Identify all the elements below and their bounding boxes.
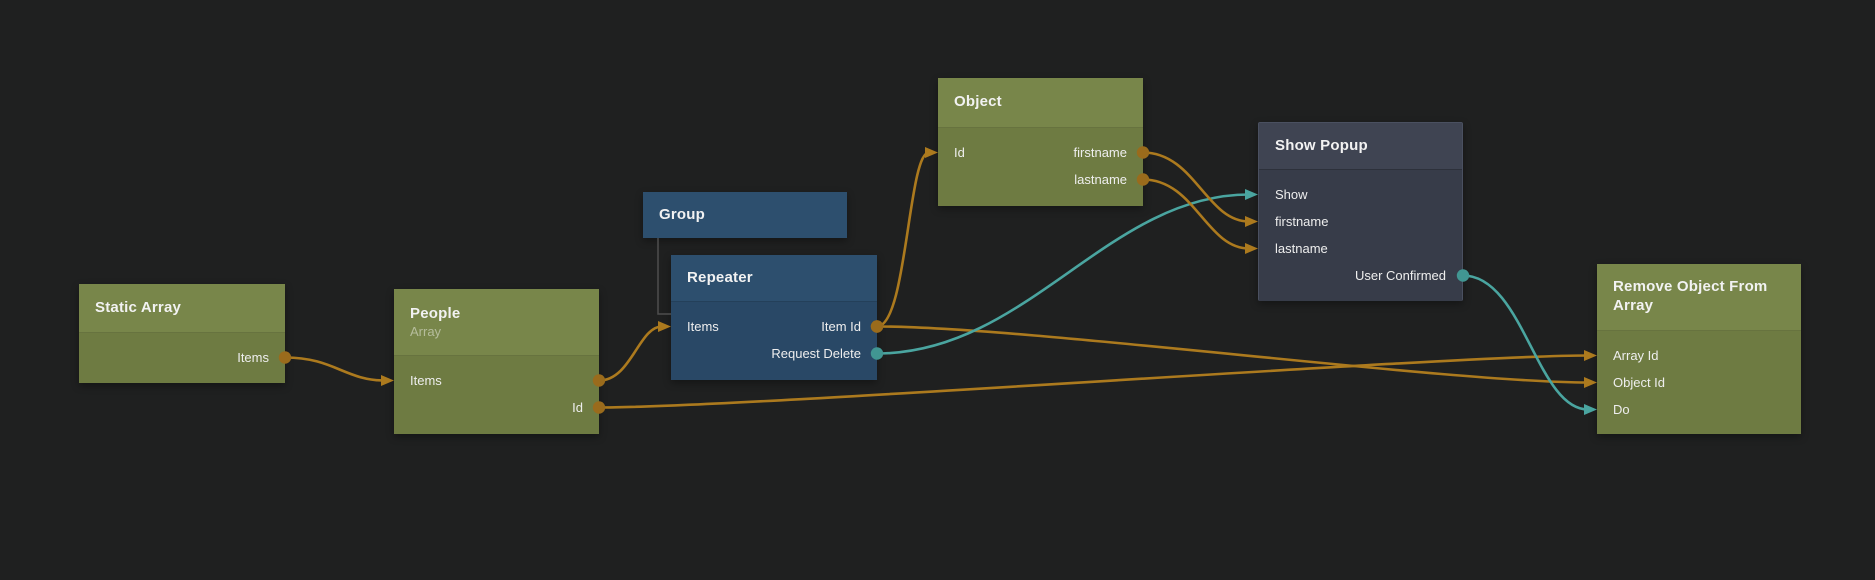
node-group[interactable]: Group (643, 192, 847, 238)
input-port-label: Items (687, 319, 719, 334)
node-title: Show Popup (1275, 136, 1368, 154)
input-port-label: Show (1275, 187, 1308, 202)
node-title: Repeater (687, 268, 753, 286)
node-header[interactable]: People Array (394, 289, 599, 356)
input-port-label: Array Id (1613, 348, 1659, 363)
port-row-firstname[interactable]: firstname (1259, 208, 1462, 235)
node-repeater[interactable]: Repeater Items Item Id Request Delete (671, 255, 877, 380)
port-row-user-confirmed[interactable]: User Confirmed (1259, 262, 1462, 289)
input-port-label: Id (954, 145, 965, 160)
output-port-label: Id (572, 400, 583, 415)
port-row-items[interactable]: Items (79, 344, 285, 371)
input-port-label: Items (410, 373, 442, 388)
port-row-object-id[interactable]: Object Id (1597, 369, 1801, 396)
node-remove-object-from-array[interactable]: Remove Object From Array Array Id Object… (1597, 264, 1801, 434)
node-header[interactable]: Show Popup (1259, 123, 1462, 170)
port-row-id[interactable]: Id (394, 394, 599, 421)
node-show-popup[interactable]: Show Popup Show firstname lastname User … (1258, 122, 1463, 301)
output-port-label: Items (237, 350, 269, 365)
port-row-lastname[interactable]: lastname (938, 166, 1143, 193)
output-port-label: Request Delete (771, 346, 861, 361)
node-header[interactable]: Repeater (671, 255, 877, 302)
port-row-do[interactable]: Do (1597, 396, 1801, 423)
port-row-request-delete[interactable]: Request Delete (671, 340, 877, 367)
node-header[interactable]: Group (643, 192, 847, 238)
output-port-label: User Confirmed (1354, 268, 1446, 283)
node-title: Static Array (95, 298, 182, 316)
port-row-items-itemid[interactable]: Items Item Id (671, 313, 877, 340)
port-row-array-id[interactable]: Array Id (1597, 342, 1801, 369)
node-title: Remove Object From Array (1613, 278, 1768, 314)
port-row-id-firstname[interactable]: Id firstname (938, 139, 1143, 166)
port-row-lastname[interactable]: lastname (1259, 235, 1462, 262)
output-port-label: lastname (1074, 172, 1127, 187)
port-row-show[interactable]: Show (1259, 181, 1462, 208)
node-title: Group (659, 205, 705, 223)
node-title: Object (954, 93, 1002, 111)
output-port-label: firstname (1073, 145, 1127, 160)
node-header[interactable]: Remove Object From Array (1597, 264, 1801, 331)
input-port-label: Object Id (1613, 375, 1666, 390)
node-header[interactable]: Static Array (79, 284, 285, 333)
port-row-items[interactable]: Items (394, 367, 599, 394)
node-static-array[interactable]: Static Array Items (79, 284, 285, 383)
input-port-label: lastname (1275, 241, 1328, 256)
node-object[interactable]: Object Id firstname lastname (938, 78, 1143, 206)
node-subtitle: Array (410, 324, 442, 340)
input-port-label: firstname (1275, 214, 1329, 229)
node-header[interactable]: Object (938, 78, 1143, 128)
output-port-label: Item Id (821, 319, 861, 334)
input-port-label: Do (1613, 402, 1630, 417)
node-people-array[interactable]: People Array Items Id (394, 289, 599, 434)
node-title: People (410, 304, 461, 322)
